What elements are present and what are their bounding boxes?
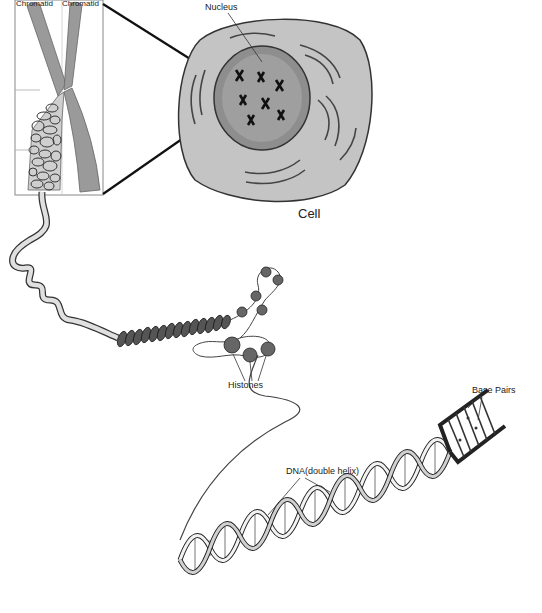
cell-drawing bbox=[179, 13, 372, 201]
chromatin-fiber bbox=[13, 192, 119, 338]
chromatid-label: Chromatid bbox=[62, 0, 99, 9]
base-pairs-label: Base Pairs bbox=[472, 386, 516, 396]
cell-label: Cell bbox=[298, 207, 320, 221]
chromosome-inset bbox=[15, 0, 103, 195]
nucleus-label: Nucleus bbox=[205, 3, 238, 13]
nucleosome-string bbox=[180, 267, 300, 540]
dna-double-helix bbox=[180, 390, 505, 573]
histones-label: Histones bbox=[228, 381, 263, 391]
dna-label: DNA(double helix) bbox=[286, 467, 359, 477]
solenoid-fiber bbox=[116, 314, 233, 348]
chromatid-label: Chromatid bbox=[16, 0, 53, 9]
